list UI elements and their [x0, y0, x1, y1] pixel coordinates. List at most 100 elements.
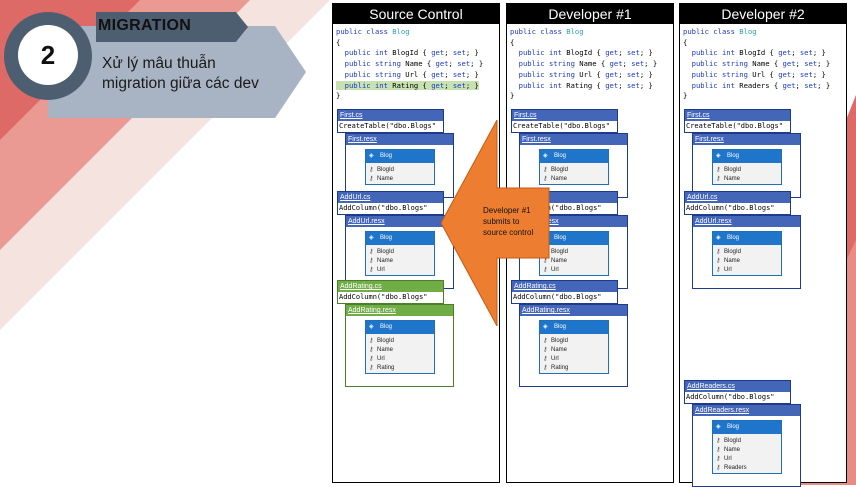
- entity-diagram: BlogBlogIdNameUrl: [712, 231, 782, 276]
- entity-name: Blog: [540, 150, 608, 163]
- entity-property: Name: [540, 346, 608, 355]
- entity-diagram: BlogBlogIdNameUrlRating: [539, 320, 609, 374]
- migration-cs-name: First.cs: [685, 110, 790, 121]
- entity-diagram: BlogBlogIdName: [539, 149, 609, 185]
- code-line: public int BlogId { get; set; }: [518, 48, 653, 58]
- migration-cs-code: AddColumn("dbo.Blogs": [686, 393, 775, 401]
- migration-resx-file[interactable]: AddRating.resxBlogBlogIdNameUrlRating: [345, 304, 454, 387]
- entity-property: Name: [713, 175, 781, 184]
- migration-cs-code: CreateTable("dbo.Blogs": [686, 122, 783, 130]
- entity-diagram: BlogBlogIdName: [712, 149, 782, 185]
- entity-property: BlogId: [366, 337, 434, 346]
- code-line: public string Url { get; set; }: [518, 69, 653, 79]
- entity-property: BlogId: [366, 248, 434, 257]
- entity-property: BlogId: [713, 166, 781, 175]
- entity-name: Blog: [366, 321, 434, 334]
- entity-diagram: BlogBlogIdNameUrl: [365, 231, 435, 276]
- entity-property: BlogId: [713, 437, 781, 446]
- code-line: {: [510, 37, 515, 47]
- migration-cs-code: AddColumn("dbo.Blogs": [339, 293, 428, 301]
- migration-resx-file[interactable]: AddUrl.resxBlogBlogIdNameUrl: [345, 215, 454, 289]
- slide-subtitle: Xử lý mâu thuẫn migration giữa các dev: [102, 54, 259, 94]
- title-bar: [96, 12, 248, 42]
- migration-resx-file[interactable]: First.resxBlogBlogIdName: [345, 133, 454, 198]
- entity-property: Rating: [366, 364, 434, 373]
- submit-arrow: [441, 120, 550, 326]
- migration-resx-file[interactable]: First.resxBlogBlogIdName: [692, 133, 801, 198]
- code-line: }: [683, 91, 688, 101]
- entity-property: BlogId: [366, 166, 434, 175]
- entity-name: Blog: [713, 150, 781, 163]
- code-line: public string Name { get; set; }: [691, 59, 831, 69]
- entity-property: Url: [713, 266, 781, 275]
- arrow-caption-line-2: submits to: [483, 217, 520, 226]
- entity-property: Url: [366, 266, 434, 275]
- migration-resx-file[interactable]: AddReaders.resxBlogBlogIdNameUrlReaders: [692, 404, 801, 487]
- migration-cs-name: First.cs: [338, 110, 443, 121]
- migration-resx-name: AddRating.resx: [346, 305, 453, 316]
- class-code: public class Blog{ public int BlogId { g…: [507, 24, 673, 102]
- entity-diagram: BlogBlogIdName: [365, 149, 435, 185]
- entity-property: Name: [540, 257, 608, 266]
- migration-cs-name: AddUrl.cs: [685, 192, 790, 203]
- migration-resx-name: First.resx: [346, 134, 453, 145]
- column-title: Developer #1: [507, 4, 673, 24]
- migration-cs-code: AddColumn("dbo.Blogs": [686, 204, 775, 212]
- migration-resx-name: First.resx: [693, 134, 800, 145]
- class-code: public class Blog{ public int BlogId { g…: [680, 24, 846, 102]
- entity-name: Blog: [540, 321, 608, 334]
- code-line: }: [336, 91, 341, 101]
- code-line: }: [510, 91, 515, 101]
- entity-property: Name: [713, 257, 781, 266]
- migration-resx-file[interactable]: AddUrl.resxBlogBlogIdNameUrl: [692, 215, 801, 289]
- migration-resx-name: AddUrl.resx: [693, 216, 800, 227]
- column-title: Source Control: [333, 4, 499, 24]
- code-line: public string Url { get; set; }: [344, 69, 479, 79]
- migration-resx-name: AddUrl.resx: [346, 216, 453, 227]
- code-line: public int BlogId { get; set; }: [691, 48, 826, 58]
- entity-property: Url: [540, 355, 608, 364]
- code-line: public class Blog: [336, 27, 410, 36]
- entity-name: Blog: [366, 150, 434, 163]
- entity-property: Url: [713, 455, 781, 464]
- arrow-caption-line-3: source control: [483, 228, 534, 237]
- code-line: public string Name { get; set; }: [518, 59, 658, 69]
- entity-property: BlogId: [713, 248, 781, 257]
- migration-resx-file[interactable]: AddRating.resxBlogBlogIdNameUrlRating: [519, 304, 628, 387]
- entity-property: Name: [366, 175, 434, 184]
- code-line: {: [336, 37, 341, 47]
- migration-cs-name: AddRating.cs: [338, 281, 443, 292]
- migration-cs-code: CreateTable("dbo.Blogs": [513, 122, 610, 130]
- migration-resx-file[interactable]: First.resxBlogBlogIdName: [519, 133, 628, 198]
- entity-property: Name: [713, 446, 781, 455]
- entity-property: Url: [540, 266, 608, 275]
- entity-name: Blog: [713, 232, 781, 245]
- entity-diagram: BlogBlogIdNameUrlRating: [365, 320, 435, 374]
- column-title: Developer #2: [680, 4, 846, 24]
- migration-cs-name: First.cs: [512, 110, 617, 121]
- code-line: public class Blog: [510, 27, 584, 36]
- entity-property: Url: [366, 355, 434, 364]
- migration-resx-name: AddReaders.resx: [693, 405, 800, 416]
- code-line: public class Blog: [683, 27, 757, 36]
- entity-property: Name: [366, 257, 434, 266]
- migration-cs-code: AddColumn("dbo.Blogs": [339, 204, 428, 212]
- migration-cs-code: CreateTable("dbo.Blogs": [339, 122, 436, 130]
- entity-diagram: BlogBlogIdNameUrlReaders: [712, 420, 782, 474]
- migration-cs-name: AddUrl.cs: [338, 192, 443, 203]
- arrow-caption-line-1: Developer #1: [483, 206, 531, 215]
- arrow-caption: Developer #1 submits to source control: [483, 205, 533, 238]
- entity-property: BlogId: [540, 166, 608, 175]
- migration-cs-code: AddColumn("dbo.Blogs": [513, 204, 602, 212]
- entity-property: Name: [540, 175, 608, 184]
- entity-name: Blog: [713, 421, 781, 434]
- entity-property: Rating: [540, 364, 608, 373]
